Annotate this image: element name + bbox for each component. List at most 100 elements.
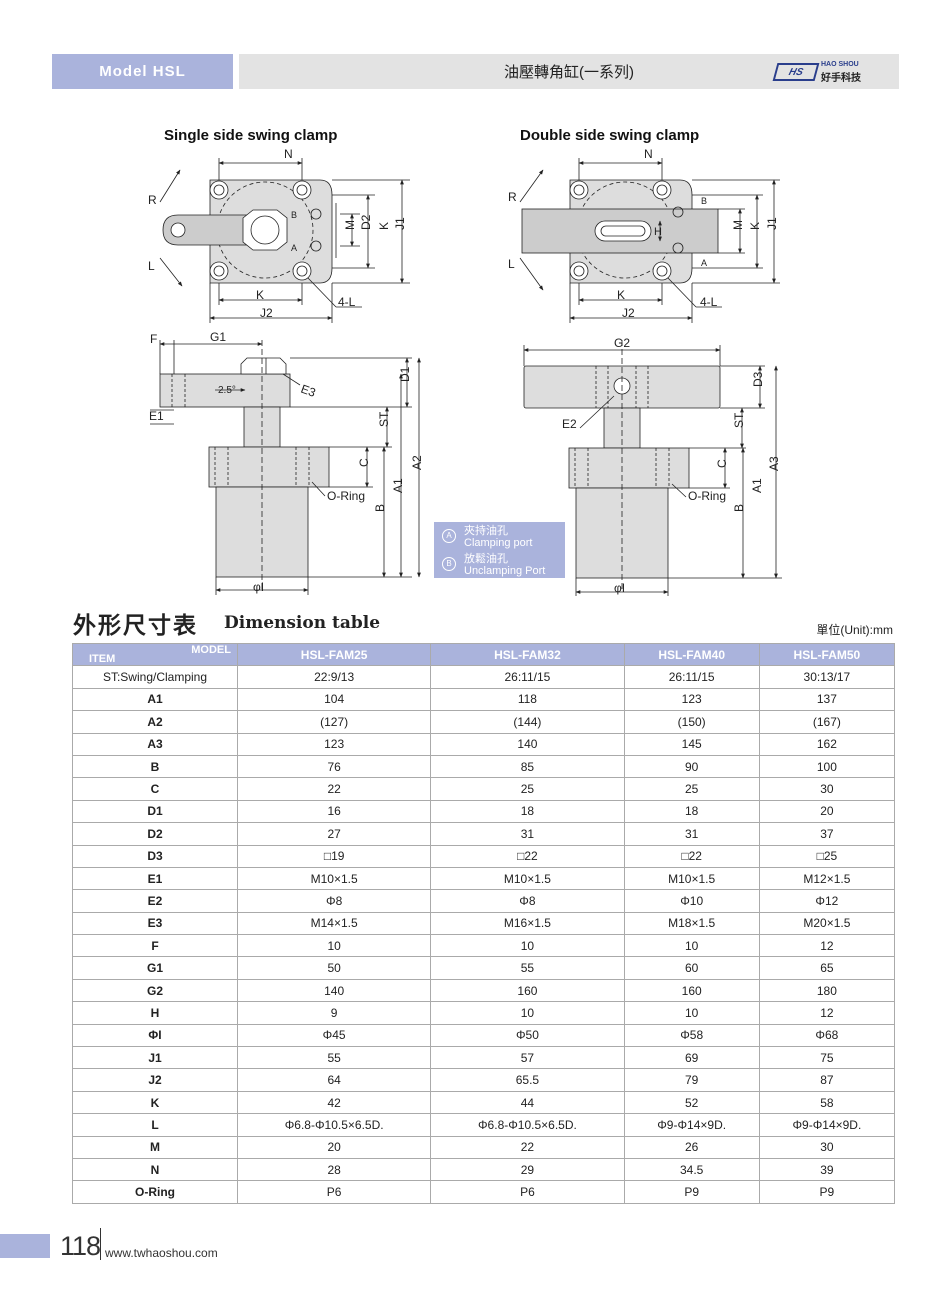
corner-item: ITEM <box>89 653 116 666</box>
table-cell: 30:13/17 <box>758 665 896 689</box>
row-item-label: H <box>72 1001 238 1025</box>
table-cell: 26:11/15 <box>430 665 625 689</box>
column-header: HSL-FAM25 <box>236 642 432 667</box>
table-cell: 31 <box>623 822 760 846</box>
dim-label: D1 <box>398 366 412 382</box>
dim-label: N <box>284 147 293 161</box>
table-cell: 10 <box>236 934 432 958</box>
table-row: A2(127)(144)(150)(167) <box>72 710 896 734</box>
table-cell: 34.5 <box>623 1157 760 1182</box>
row-item-label: J2 <box>72 1068 238 1092</box>
table-cell: 25 <box>430 777 625 801</box>
dim-label: B <box>732 504 746 512</box>
dim-label: D3 <box>751 371 765 387</box>
table-cell: 65 <box>758 956 896 980</box>
row-item-label: ST:Swing/Clamping <box>72 665 238 689</box>
table-cell: 57 <box>430 1046 625 1070</box>
table-cell: P9 <box>623 1180 760 1204</box>
table-cell: 180 <box>758 978 896 1003</box>
table-cell: 9 <box>236 1001 432 1025</box>
table-cell: □25 <box>758 844 896 868</box>
dim-label: K <box>748 222 762 230</box>
table-cell: 27 <box>236 822 432 846</box>
dim-label: J2 <box>260 306 273 320</box>
table-cell: 20 <box>236 1135 432 1159</box>
table-cell: M20×1.5 <box>758 911 896 936</box>
table-cell: (144) <box>430 710 625 734</box>
table-cell: M18×1.5 <box>623 911 760 936</box>
table-cell: 140 <box>430 732 625 756</box>
table-cell: M16×1.5 <box>430 911 625 936</box>
dim-label: φI <box>614 581 625 595</box>
row-item-label: E1 <box>72 866 238 891</box>
table-cell: P9 <box>758 1180 896 1204</box>
footer-accent <box>0 1234 50 1258</box>
port-a-icon: A <box>442 529 456 543</box>
table-cell: P6 <box>430 1180 625 1204</box>
dim-label: 4-L <box>338 295 356 309</box>
table-cell: 87 <box>758 1068 896 1092</box>
table-cell: 42 <box>236 1090 432 1115</box>
table-cell: 123 <box>236 732 432 756</box>
port-b-marker: B <box>701 196 707 206</box>
table-cell: Φ8 <box>236 889 432 913</box>
column-header: HSL-FAM40 <box>623 642 760 667</box>
single-clamp-title: Single side swing clamp <box>164 127 338 144</box>
row-item-label: A1 <box>72 687 238 712</box>
row-item-label: D3 <box>72 844 238 868</box>
row-item-label: N <box>72 1157 238 1182</box>
table-cell: 16 <box>236 799 432 824</box>
row-item-label: J1 <box>72 1046 238 1070</box>
table-cell: 85 <box>430 754 625 779</box>
dim-label: A1 <box>750 478 764 493</box>
table-cell: 10 <box>430 934 625 958</box>
table-cell: Φ10 <box>623 889 760 913</box>
dim-label: K <box>256 288 264 302</box>
table-cell: 76 <box>236 754 432 779</box>
port-legend: A 夾持油孔 Clamping port B 放鬆油孔 Unclamping P… <box>434 522 565 578</box>
table-cell: (167) <box>758 710 896 734</box>
table-cell: □22 <box>430 844 625 868</box>
table-cell: 65.5 <box>430 1068 625 1092</box>
row-item-label: E3 <box>72 911 238 936</box>
table-cell: 79 <box>623 1068 760 1092</box>
table-cell: 28 <box>236 1157 432 1182</box>
dim-label: D2 <box>359 214 373 230</box>
row-item-label: D1 <box>72 799 238 824</box>
table-cell: 37 <box>758 822 896 846</box>
table-cell: Φ12 <box>758 889 896 913</box>
dim-label: O-Ring <box>688 489 726 503</box>
dim-label: G1 <box>210 330 226 344</box>
table-cell: 26 <box>623 1135 760 1159</box>
table-cell: Φ6.8-Φ10.5×6.5D. <box>236 1113 432 1137</box>
table-cell: 30 <box>758 777 896 801</box>
table-cell: 31 <box>430 822 625 846</box>
table-title-en: Dimension table <box>224 613 381 633</box>
table-cell: 10 <box>623 934 760 958</box>
dim-label: C <box>357 458 371 467</box>
header-bar: 油壓轉角缸(一系列) HS HAO SHOU 好手科技 <box>239 54 899 89</box>
dim-label: K <box>377 222 391 230</box>
logo-cn: 好手科技 <box>821 73 861 84</box>
dim-label: J1 <box>393 217 407 230</box>
single-top-view <box>159 158 410 323</box>
brand-logo: HS HAO SHOU 好手科技 <box>772 60 861 84</box>
table-cell: M10×1.5 <box>623 866 760 891</box>
table-header-row: MODEL ITEM HSL-FAM25 HSL-FAM32 HSL-FAM40… <box>72 642 896 667</box>
single-front-view <box>150 340 421 595</box>
table-cell: Φ9-Φ14×9D. <box>758 1113 896 1137</box>
dim-label: K <box>617 288 625 302</box>
double-front-view <box>523 340 782 596</box>
dim-label: C <box>715 459 729 468</box>
dim-label: E3 <box>299 382 318 400</box>
row-item-label: B <box>72 754 238 779</box>
